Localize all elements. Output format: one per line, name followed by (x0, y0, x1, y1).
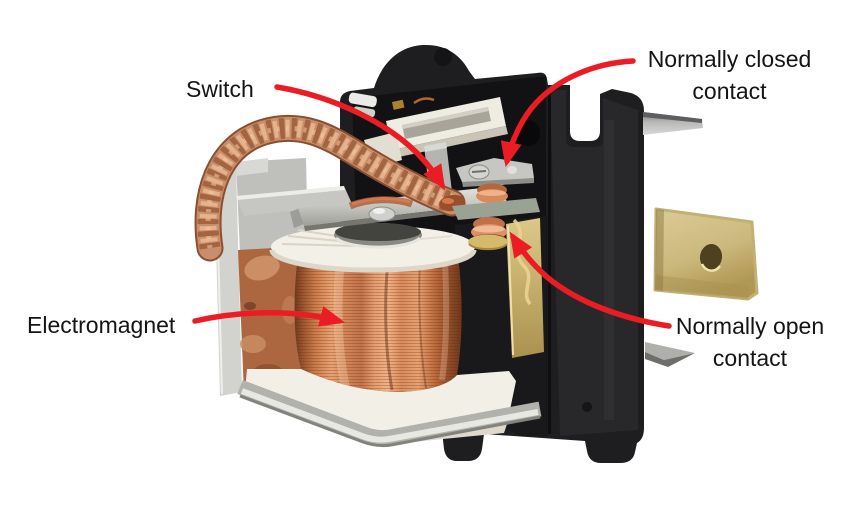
label-normally-open-contact: Normally open contact (675, 313, 825, 371)
housing-tab-indent (434, 48, 452, 66)
terminal-blade-bottom (645, 342, 695, 367)
electromagnet-arrow (192, 306, 346, 327)
base-plate (237, 379, 542, 448)
contact-spacer-plate (452, 198, 540, 220)
label-electromagnet: Electromagnet (27, 312, 176, 338)
nc-contact-strip (386, 97, 508, 158)
housing-rim (550, 90, 638, 436)
normally-open-contact-arrow (509, 231, 672, 329)
armature-disc (334, 223, 422, 249)
braided-copper-strap (194, 114, 466, 262)
electromagnet-coil (294, 255, 462, 392)
label-switch: Switch (186, 76, 254, 102)
normally-closed-contact-arrow (500, 58, 636, 168)
label-normally-closed-contact: Normally closed contact (647, 46, 812, 104)
upper-contact-rivets (476, 183, 508, 203)
terminal-blade-top (643, 112, 703, 135)
switch-arrow (274, 84, 446, 191)
terminal-blade-common (653, 207, 759, 301)
normally-open-contact-rivets (468, 217, 508, 251)
